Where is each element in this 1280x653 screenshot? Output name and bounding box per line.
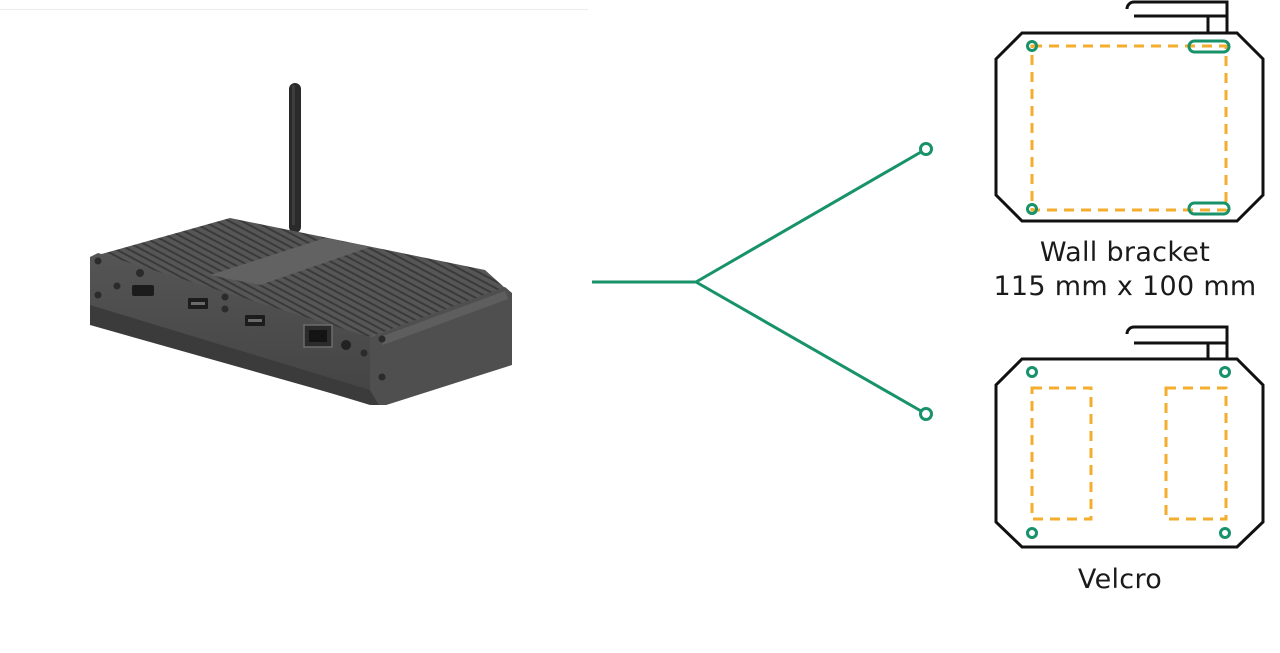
- branch-connector: [592, 142, 933, 421]
- top-divider-line: [0, 9, 588, 10]
- mount-hole-icon: [1026, 527, 1038, 539]
- mount-hole-icon: [1219, 527, 1231, 539]
- ethernet-port-icon: [303, 324, 333, 348]
- connector-end-icon: [919, 142, 933, 156]
- power-port-icon: [341, 340, 351, 350]
- mount-hole-icon: [1026, 366, 1038, 378]
- wall-bracket-title: Wall bracket: [1039, 237, 1211, 268]
- mount-hole-icon: [1026, 40, 1038, 52]
- wall-bracket-drawing: [994, 0, 1265, 223]
- usb-port-icon: [188, 298, 208, 309]
- mount-hole-icon: [1219, 366, 1231, 378]
- media-player-device-illustration: [90, 83, 512, 405]
- velcro-title: Velcro: [1077, 564, 1163, 595]
- connector-end-icon: [919, 407, 933, 421]
- antenna-icon: [289, 83, 301, 233]
- hdmi-port-icon: [132, 285, 154, 296]
- velcro-drawing: [994, 325, 1265, 549]
- usb-port-icon: [245, 315, 265, 326]
- wall-bracket-dimensions: 115 mm x 100 mm: [993, 271, 1257, 302]
- mount-hole-icon: [1026, 203, 1038, 215]
- mount-slot-icon: [1187, 201, 1231, 216]
- mount-slot-icon: [1187, 39, 1231, 54]
- velcro-label: Velcro: [1050, 563, 1190, 597]
- wall-bracket-label: Wall bracket 115 mm x 100 mm: [990, 236, 1260, 304]
